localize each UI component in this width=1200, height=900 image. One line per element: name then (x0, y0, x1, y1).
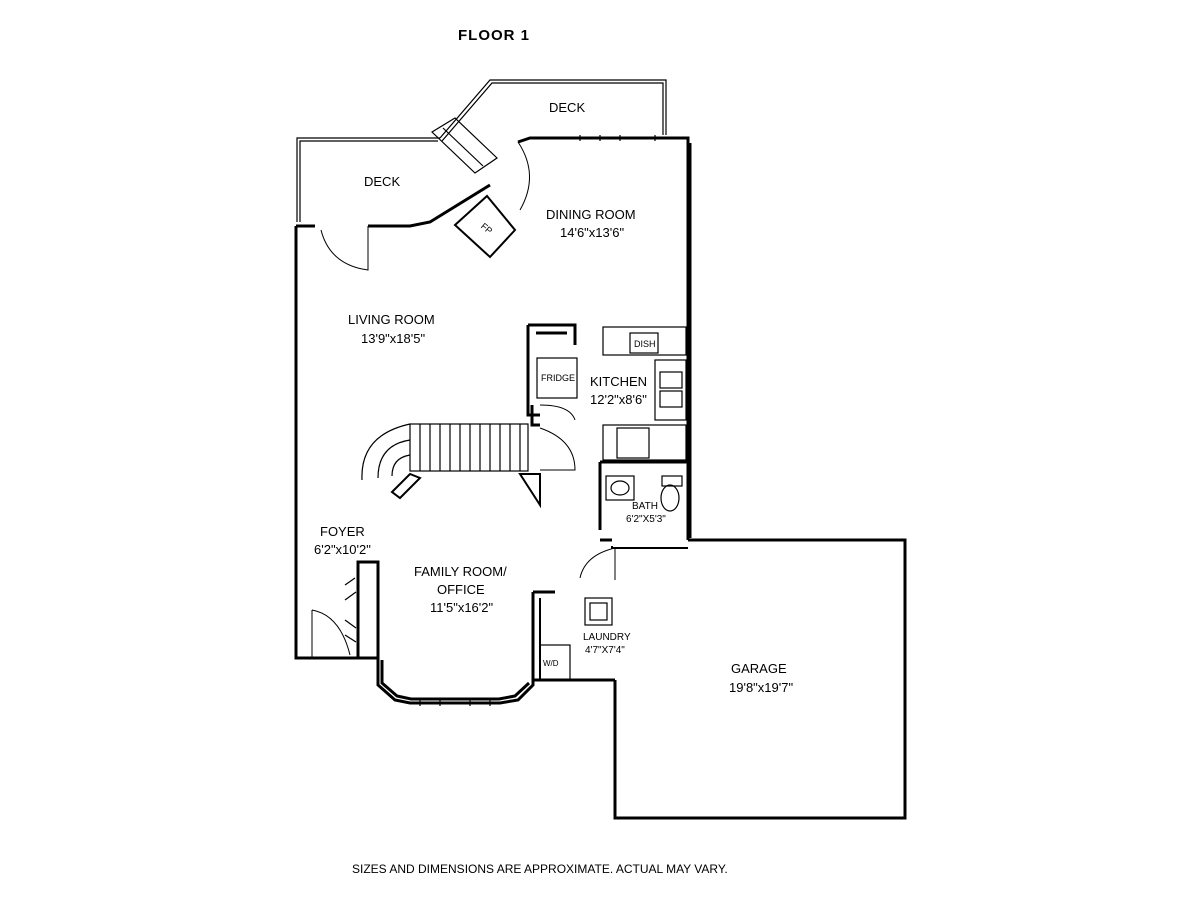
family-room-label-2: OFFICE (437, 582, 485, 597)
laundry-walls (533, 547, 616, 681)
kitchen-dims: 12'2"x8'6" (590, 392, 647, 407)
fireplace-label: FP (479, 221, 494, 236)
main-stairs (361, 423, 576, 509)
dining-room-dims: 14'6"x13'6" (560, 225, 624, 240)
dining-room-label: DINING ROOM (546, 207, 636, 222)
fireplace: FP (453, 194, 517, 259)
living-deck-door (320, 226, 369, 271)
kitchen-label: KITCHEN (590, 374, 647, 389)
foyer-label: FOYER (320, 524, 365, 539)
laundry-label: LAUNDRY (583, 632, 631, 643)
dishwasher-label: DISH (634, 339, 656, 349)
garage-label: GARAGE (731, 661, 787, 676)
bath-dims: 6'2"X5'3" (626, 514, 666, 525)
exterior-walls (294, 136, 907, 820)
disclaimer-footer: SIZES AND DIMENSIONS ARE APPROXIMATE. AC… (352, 862, 728, 876)
living-room-dims: 13'9"x18'5" (361, 331, 425, 346)
laundry-dims: 4'7"X7'4" (585, 645, 625, 656)
fridge-label: FRIDGE (541, 373, 575, 383)
foyer-dims: 6'2"x10'2" (314, 542, 371, 557)
deck-top-label: DECK (549, 100, 585, 115)
washer-dryer-label: W/D (543, 659, 559, 668)
deck-left-label: DECK (364, 174, 400, 189)
family-room-dims: 11'5"x16'2" (430, 600, 493, 615)
kitchen-walls (526, 323, 688, 464)
room-labels: DECK DECK DINING ROOM 14'6"x13'6" LIVING… (314, 100, 793, 695)
foyer-walls (311, 560, 380, 658)
deck-door-arc (517, 141, 530, 211)
deck-stairs (431, 117, 498, 174)
deck-outline (296, 79, 667, 222)
garage-dims: 19'8"x19'7" (729, 680, 793, 695)
living-room-label: LIVING ROOM (348, 312, 435, 327)
bath-fixtures (598, 462, 688, 549)
bay-windows (419, 135, 656, 706)
bath-label: BATH (632, 501, 658, 512)
family-room-label: FAMILY ROOM/ (414, 564, 507, 579)
floor-title: FLOOR 1 (458, 27, 530, 44)
